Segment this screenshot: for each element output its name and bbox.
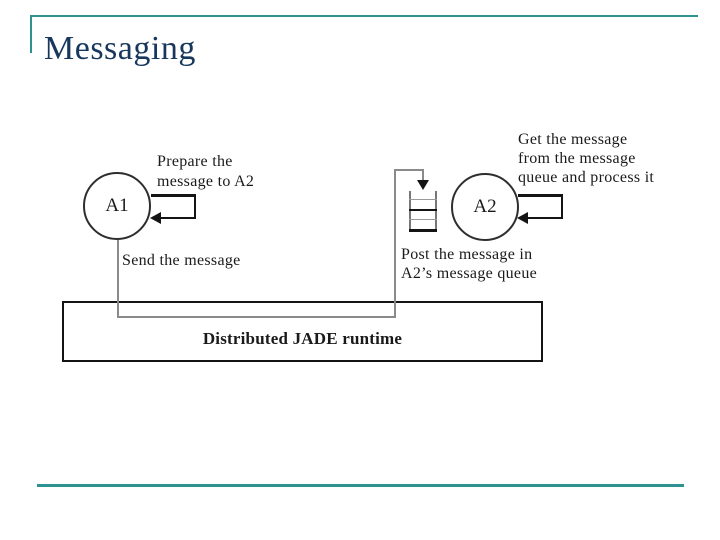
prepare-note: Prepare the message to A2 xyxy=(157,152,254,192)
slide-border-bottom xyxy=(37,484,684,487)
message-queue-icon xyxy=(409,191,437,232)
post-note-line1: Post the message in xyxy=(401,246,533,263)
a2-loop-top-line xyxy=(518,194,563,197)
agent-a2-node: A2 xyxy=(451,173,519,241)
a1-loop-right-line xyxy=(194,194,196,219)
runtime-box: Distributed JADE runtime xyxy=(62,301,543,362)
get-note-line3: queue and process it xyxy=(518,169,655,186)
a2-up-connector-line xyxy=(394,169,396,318)
a2-loop-bottom-line xyxy=(527,217,563,219)
runtime-label: Distributed JADE runtime xyxy=(202,329,403,348)
queue-elbow-line xyxy=(394,169,424,171)
queue-arrow-stem xyxy=(422,169,424,181)
a1-loop-arrowhead-icon xyxy=(150,212,161,224)
post-note-line2: A2’s message queue xyxy=(401,265,538,282)
a1-down-connector-line xyxy=(117,240,119,318)
get-note-line1: Get the message xyxy=(518,131,628,148)
a1-loop-bottom-line xyxy=(159,217,196,219)
slide-border-left xyxy=(30,15,32,53)
prepare-note-line2: message to A2 xyxy=(157,173,255,190)
a2-loop-right-line xyxy=(561,194,563,219)
send-note: Send the message xyxy=(122,252,241,269)
agent-a1-node: A1 xyxy=(83,172,151,240)
slide-border-top xyxy=(30,15,698,17)
prepare-note-line1: Prepare the xyxy=(157,153,233,170)
a2-loop-arrowhead-icon xyxy=(517,212,528,224)
runtime-horizontal-connector-line xyxy=(117,316,396,318)
post-note: Post the message in A2’s message queue xyxy=(401,245,537,283)
slide-title: Messaging xyxy=(44,30,196,67)
queue-arrowhead-icon xyxy=(417,180,429,190)
get-note-line2: from the message xyxy=(518,150,636,167)
a1-loop-top-line xyxy=(151,194,196,197)
get-note: Get the message from the message queue a… xyxy=(518,130,654,187)
agent-a1-label: A1 xyxy=(105,195,129,216)
agent-a2-label: A2 xyxy=(473,196,497,217)
